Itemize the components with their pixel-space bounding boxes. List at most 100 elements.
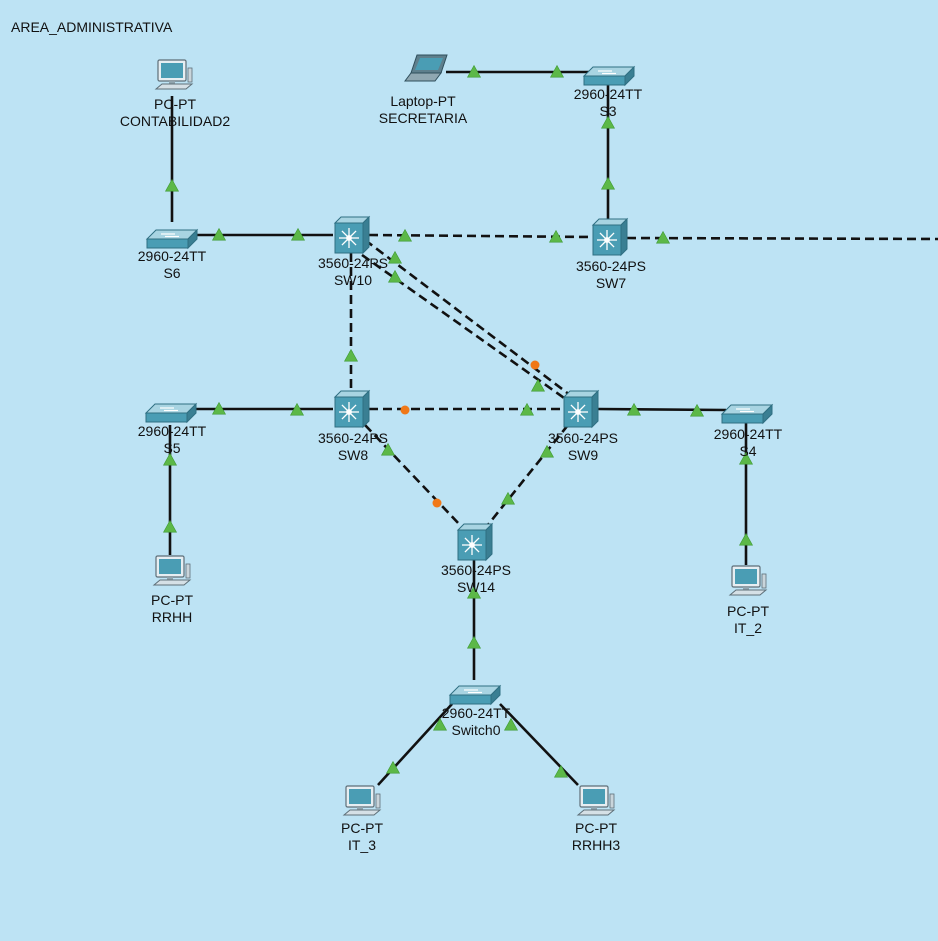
device-model-label: 2960-24TT [138,248,207,264]
device-model-label: 2960-24TT [442,705,511,721]
link-up-indicator [500,491,516,505]
link-up-indicator [466,64,482,78]
pc-icon [728,565,768,596]
multilayer-switch-icon [562,389,600,429]
link-up-indicator [387,269,403,283]
link-sw7-offscreen[interactable] [626,236,938,241]
devices-layer: PC-PTCONTABILIDAD2Laptop-PTSECRETARIA296… [120,54,783,853]
link-blocking-indicator [432,498,442,508]
device-model-label: 2960-24TT [714,426,783,442]
link-up-indicator [738,532,754,546]
link-lights-layer [162,64,754,778]
device-model-label: PC-PT [341,820,383,836]
link-sw9-s4[interactable] [597,407,727,412]
link-up-indicator [689,403,705,417]
link-up-indicator [211,401,227,415]
device-model-label: 3560-24PS [576,258,646,274]
device-name-label: S5 [163,440,180,456]
device-name-label: RRHH3 [572,837,620,853]
link-up-indicator [290,227,306,241]
device-model-label: PC-PT [727,603,769,619]
multilayer-switch-icon [456,522,494,562]
laptop-icon [404,54,448,82]
link-up-indicator [655,230,671,244]
link-up-indicator [432,717,448,731]
device-name-label: S3 [599,103,616,119]
link-switch0-rrhh3[interactable] [499,703,579,786]
link-sw8-sw14[interactable] [364,424,462,527]
device-name-label: S4 [739,443,756,459]
device-model-label: 3560-24PS [441,562,511,578]
device-name-label: CONTABILIDAD2 [120,113,230,129]
device-model-label: PC-PT [151,592,193,608]
area-title: AREA_ADMINISTRATIVA [11,19,173,35]
pc-icon [154,59,194,90]
multilayer-switch-icon [333,389,371,429]
device-model-label: 2960-24TT [138,423,207,439]
pc-icon [152,555,192,586]
link-up-indicator [548,229,564,243]
device-name-label: SECRETARIA [379,110,468,126]
link-blocking-indicator [530,360,540,370]
multilayer-switch-icon [333,215,371,255]
device-name-label: SW14 [457,579,495,595]
device-name-label: SW10 [334,272,372,288]
link-up-indicator [503,717,519,731]
link-up-indicator [553,764,569,778]
link-up-indicator [738,451,754,465]
link-up-indicator [519,402,535,416]
device-name-label: Switch0 [451,722,500,738]
link-up-indicator [539,444,555,458]
device-model-label: 3560-24PS [318,255,388,271]
link-up-indicator [387,250,403,264]
link-sw9-sw14[interactable] [485,424,570,527]
device-name-label: SW7 [596,275,627,291]
device-name-label: SW9 [568,447,599,463]
device-model-label: PC-PT [154,96,196,112]
device-model-label: 3560-24PS [548,430,618,446]
multilayer-switch-icon [591,217,629,257]
switch-icon [720,403,774,425]
link-up-indicator [397,228,413,242]
link-up-indicator [530,378,546,392]
device-name-label: IT_2 [734,620,762,636]
link-up-indicator [600,115,616,129]
switch-icon [582,65,636,87]
switch-icon [448,684,502,706]
link-blocking-indicator [400,405,410,415]
device-name-label: RRHH [152,609,192,625]
device-model-label: PC-PT [575,820,617,836]
link-up-indicator [380,442,396,456]
switch-icon [145,228,199,250]
device-model-label: 2960-24TT [574,86,643,102]
links-layer [168,70,938,786]
link-up-indicator [466,585,482,599]
link-up-indicator [164,178,180,192]
device-name-label: SW8 [338,447,369,463]
device-name-label: S6 [163,265,180,281]
link-up-indicator [343,348,359,362]
link-up-indicator [466,635,482,649]
link-up-indicator [600,176,616,190]
pc-icon [342,785,382,816]
switch-icon [144,402,198,424]
link-up-indicator [162,452,178,466]
device-model-label: 3560-24PS [318,430,388,446]
